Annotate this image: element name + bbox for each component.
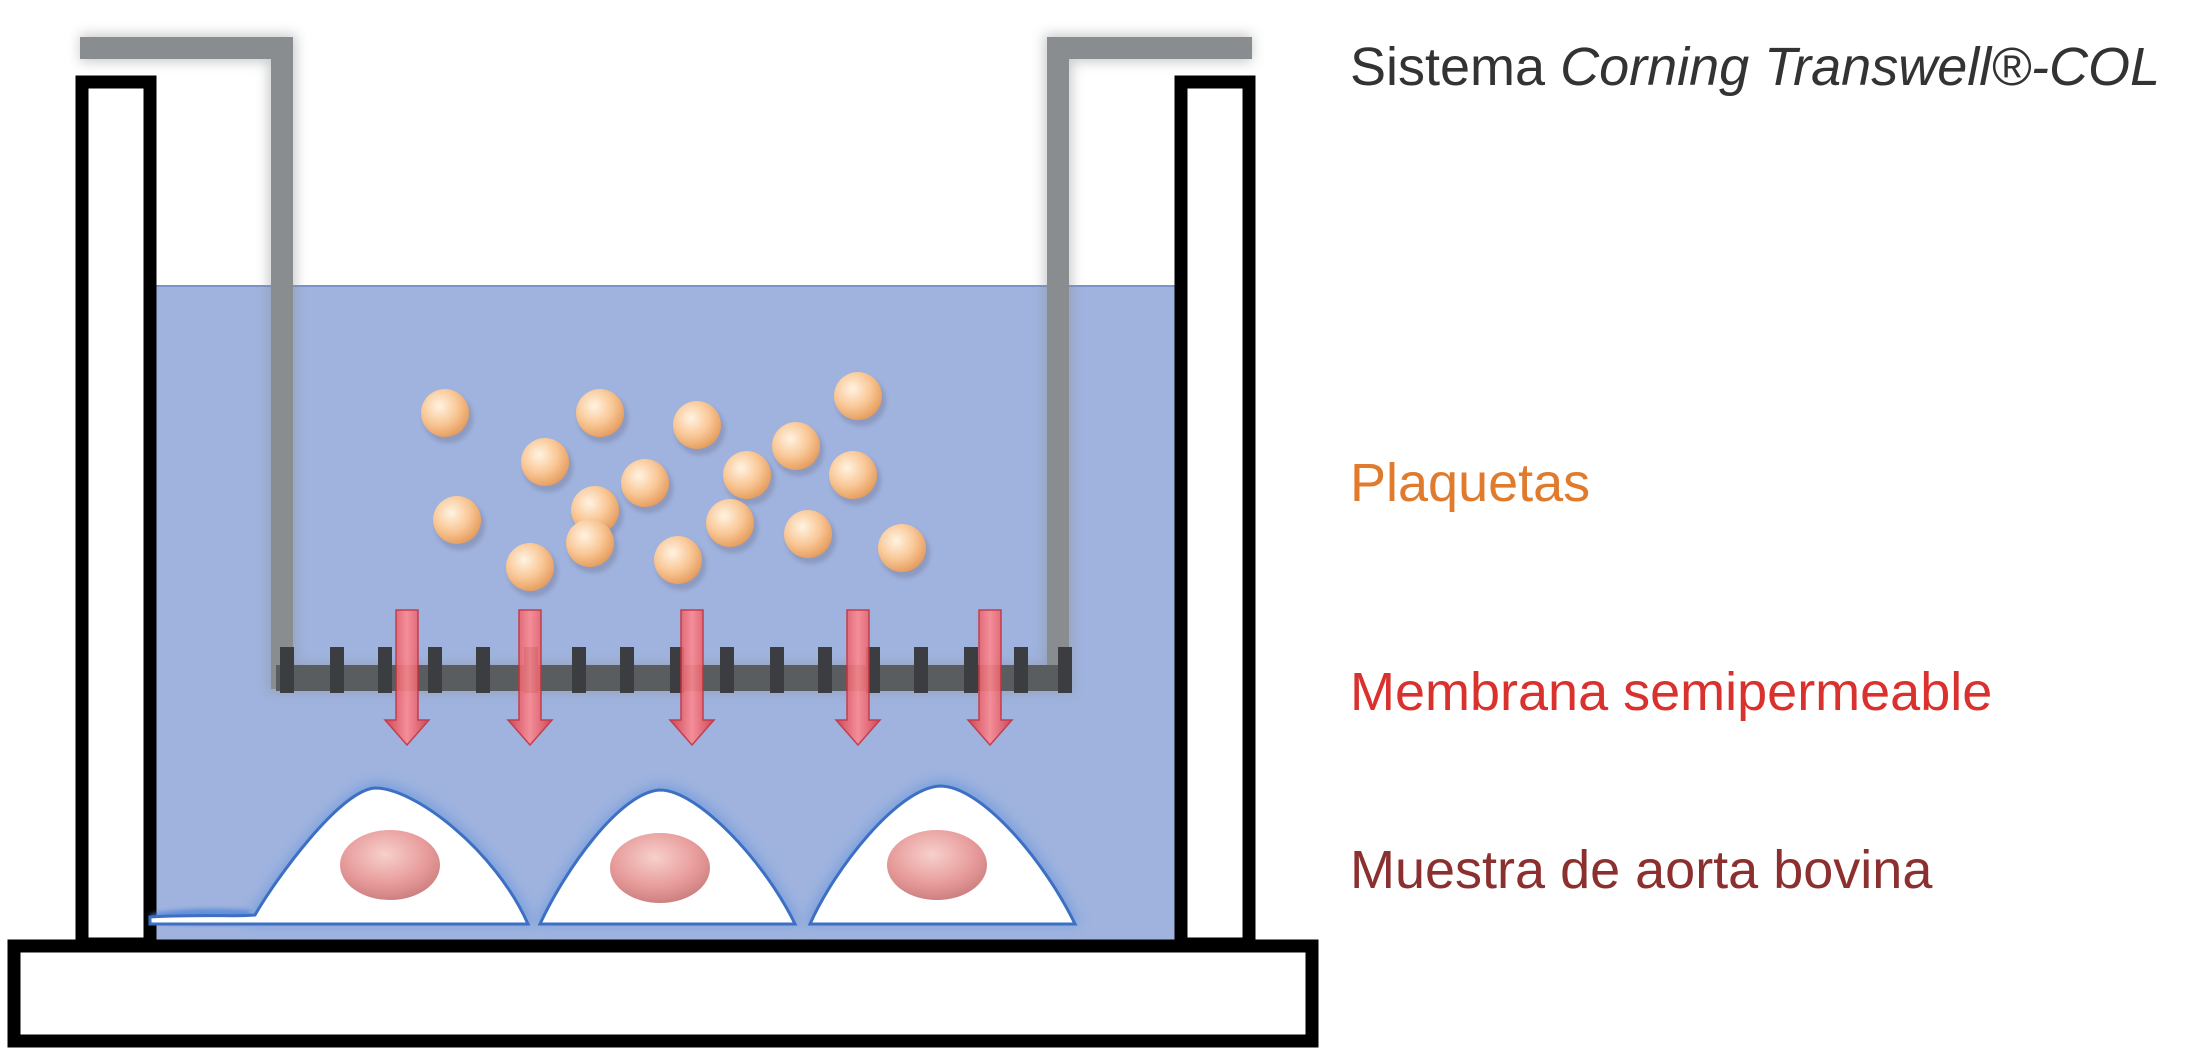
platelets-label: Plaquetas xyxy=(1350,453,1591,513)
membrane-pore xyxy=(1058,647,1072,693)
platelet-icon xyxy=(723,451,775,505)
title-product-name: Corning Transwell®-COL xyxy=(1560,37,2161,97)
aorta-sample-label: Muestra de aorta bovina xyxy=(1350,840,1933,900)
flow-arrow-icon xyxy=(506,609,554,747)
flow-arrows xyxy=(383,609,1014,747)
membrane-pore xyxy=(720,647,734,693)
title-label: Sistema Corning Transwell®-COL xyxy=(1350,40,2160,94)
platelet-icon xyxy=(566,519,618,573)
membrane-pore xyxy=(620,647,634,693)
aorta-sample xyxy=(148,779,1080,926)
platelet-icon xyxy=(433,496,485,550)
platelet-icon xyxy=(878,524,930,578)
membrane-pore xyxy=(964,647,978,693)
membrane-pore xyxy=(914,647,928,693)
membrane-label: Membrana semipermeable xyxy=(1350,662,1993,722)
platelet-icon xyxy=(576,389,628,443)
flow-arrow-icon xyxy=(834,609,882,747)
flow-arrow-icon xyxy=(668,609,716,747)
endothelial-cell-icon xyxy=(148,782,535,926)
membrane-pore xyxy=(330,647,344,693)
membrane-pore xyxy=(280,647,294,693)
platelet-icon xyxy=(784,510,836,564)
membrane-pore xyxy=(770,647,784,693)
platelet-icon xyxy=(506,543,558,597)
platelet-icon xyxy=(421,389,473,443)
membrane-pore xyxy=(572,647,586,693)
membrane-pore xyxy=(378,647,392,693)
platelet-icon xyxy=(834,372,886,426)
platelet-icon xyxy=(521,438,573,492)
platelet-icon xyxy=(829,451,881,505)
platelet-icon xyxy=(654,536,706,590)
platelets xyxy=(421,372,930,597)
endothelial-cell-icon xyxy=(536,784,800,926)
cell-nucleus xyxy=(887,830,987,900)
well-base-plate xyxy=(7,939,1319,1048)
platelet-icon xyxy=(772,422,824,476)
cell-nucleus xyxy=(610,833,710,903)
membrane-pore xyxy=(1014,647,1028,693)
well-wall-left xyxy=(75,75,157,951)
membrane-pore xyxy=(476,647,490,693)
platelet-icon xyxy=(673,401,725,455)
membrane-pore xyxy=(428,647,442,693)
membrane-pore xyxy=(818,647,832,693)
flow-arrow-icon xyxy=(966,609,1014,747)
title-prefix: Sistema xyxy=(1350,37,1561,97)
platelet-icon xyxy=(621,459,673,513)
cell-nucleus xyxy=(340,830,440,900)
platelet-icon xyxy=(706,499,758,553)
endothelial-cell-icon xyxy=(805,779,1080,926)
flow-arrow-icon xyxy=(383,609,431,747)
well-wall-right xyxy=(1174,75,1256,951)
